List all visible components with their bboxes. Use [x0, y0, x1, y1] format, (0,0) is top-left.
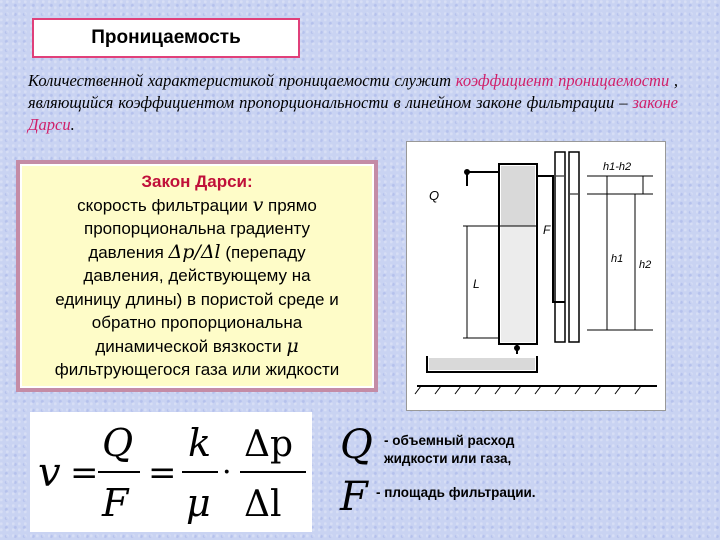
law-title: Закон Дарси: [141, 172, 253, 191]
outlet-basin [426, 356, 538, 373]
legend-q: Q [340, 422, 373, 468]
law-line-4: давления, действующему на [83, 266, 311, 285]
formula-eq-1: = [70, 453, 99, 493]
label-f: F [543, 223, 551, 237]
formula-k: k [188, 421, 211, 465]
law-line-7: динамической вязкости μ [95, 334, 299, 357]
law-line-5: единицу длины) в пористой среде и [55, 289, 339, 309]
legend-f: F [340, 474, 368, 520]
label-q: Q [429, 188, 439, 203]
formula-dl: Δl [244, 484, 282, 525]
term-darcy-law: законе Дарси [28, 93, 678, 134]
law-line-3: давления Δp/Δl (перепаду [88, 240, 306, 263]
term-permeability-coefficient: коэффициент проницаемости [455, 71, 670, 90]
page-title: Проницаемость [32, 18, 300, 58]
law-line-8: фильтрующегося газа или жидкости [54, 360, 340, 379]
darcy-law-box: Закон Дарси: скорость фильтрации v прямо… [16, 160, 378, 392]
label-h1: h1 [611, 253, 623, 265]
legend-f-symbol: F [340, 474, 368, 520]
piezometer-2 [568, 151, 580, 343]
formula-dot: · [222, 455, 232, 490]
legend-q-text: - объемный расход жидкости или газа, [384, 433, 515, 466]
law-line-2: пропорциональна градиенту [84, 219, 310, 238]
formula-dp: Δp [244, 424, 293, 465]
darcy-apparatus-diagram: Q F L h1 h2 h1-h2 [406, 141, 666, 411]
label-h1-h2: h1-h2 [603, 161, 631, 173]
law-line-1: скорость фильтрации v прямо [77, 193, 317, 216]
water-top [501, 166, 535, 226]
sand-fill [501, 226, 535, 342]
velocity-symbol: v [252, 193, 264, 216]
gradient-symbol: Δp/Δl [168, 240, 221, 263]
legend-q-symbol: Q [340, 422, 373, 468]
formula-f: F [101, 481, 130, 525]
intro-paragraph: Количественной характеристикой проницаем… [28, 71, 678, 134]
formula-mu: μ [186, 481, 211, 525]
law-line-6: обратно пропорциональна [91, 313, 303, 332]
formula-q: Q [102, 421, 133, 465]
formula-eq-2: = [148, 453, 177, 493]
viscosity-symbol: μ [286, 334, 299, 357]
formula-v: v [38, 450, 61, 496]
piezometer-1 [554, 151, 566, 343]
label-h2: h2 [639, 259, 651, 271]
legend-f-text: - площадь фильтрации. [376, 485, 536, 500]
label-l: L [473, 277, 480, 291]
darcy-formula: v = Q F = k μ · Δp Δl [30, 412, 312, 532]
